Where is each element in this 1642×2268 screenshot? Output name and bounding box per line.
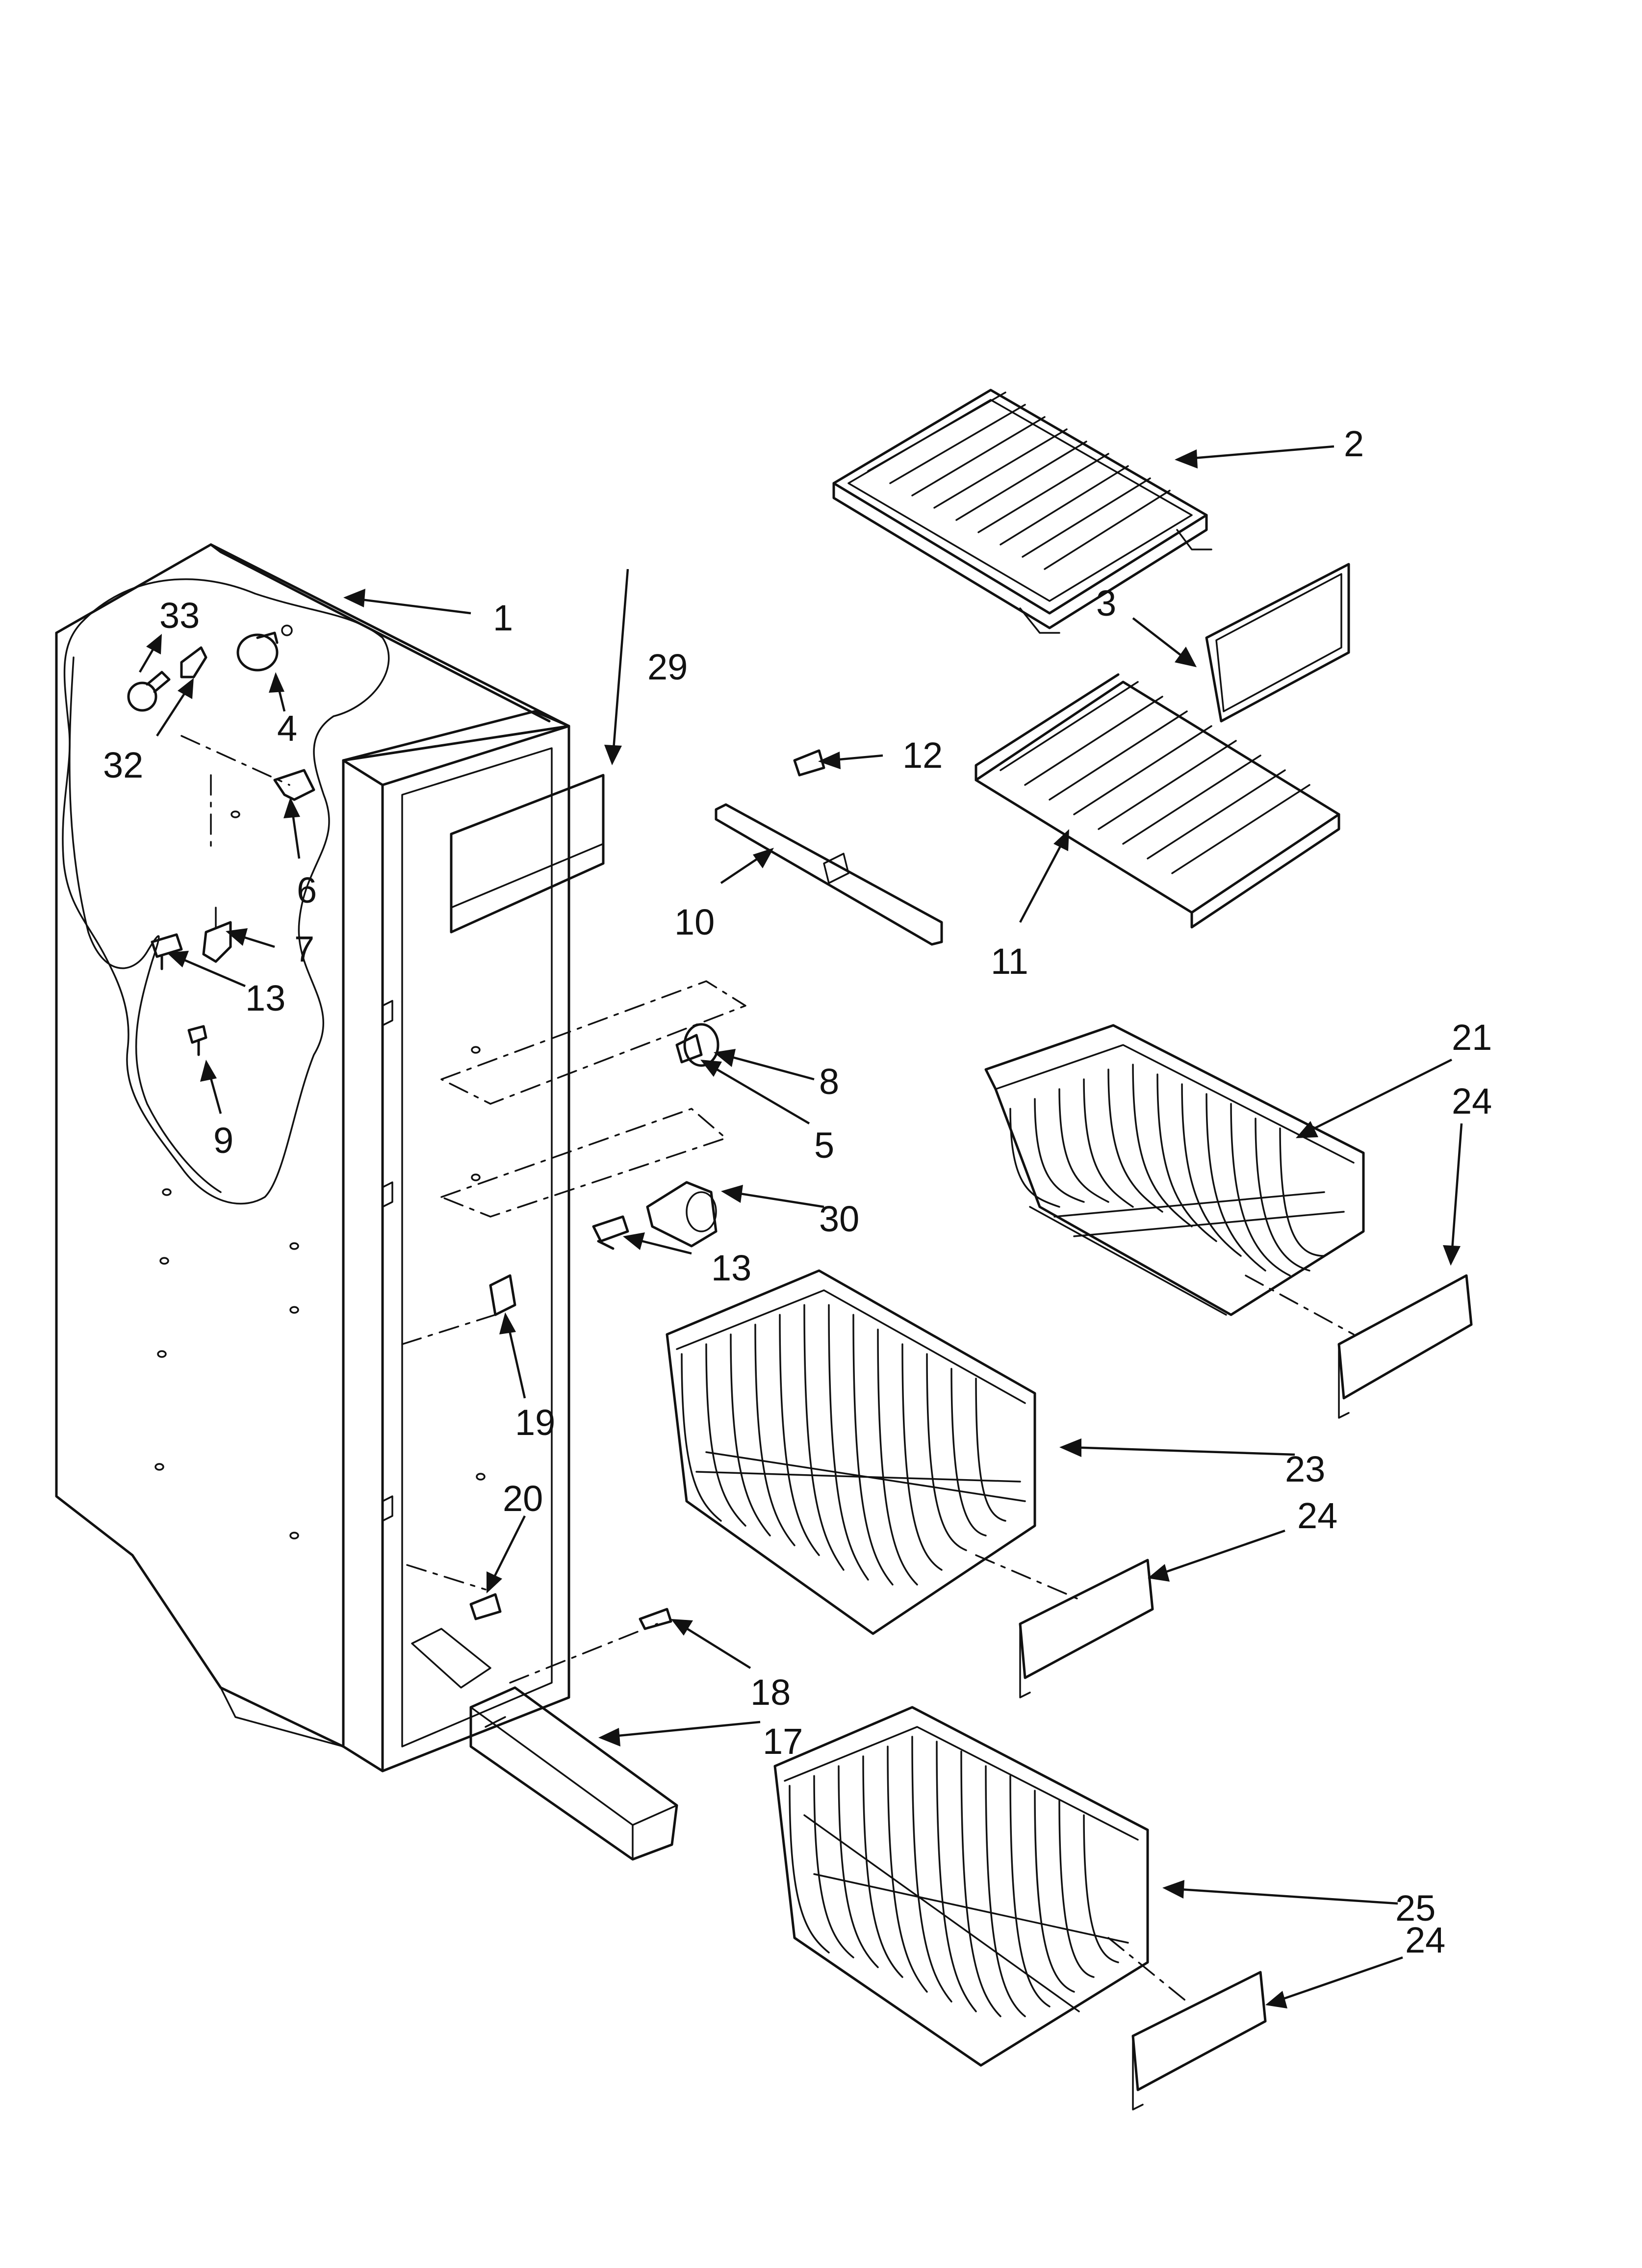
- callout-21: 21: [1452, 1017, 1492, 1058]
- wire-shelf: [975, 673, 1340, 929]
- top-shelf: [832, 389, 1212, 634]
- leader-arrows: [139, 445, 1463, 2008]
- callout-12: 12: [902, 735, 943, 776]
- alignment-lines-left: [180, 735, 290, 933]
- upper-basket: [984, 1024, 1365, 1316]
- callout-4: 4: [277, 708, 297, 749]
- callout-24-lower: 24: [1405, 1920, 1445, 1960]
- callout-13-lower: 13: [711, 1248, 751, 1288]
- panel-zones: [401, 980, 746, 1684]
- small-fasteners-left: [151, 769, 315, 1056]
- callout-18: 18: [750, 1672, 791, 1713]
- callout-2: 2: [1344, 423, 1364, 464]
- callout-numbers: 1 2 3 4 5 6 7 8 9 10 11 12 13 13 17 18 1…: [103, 423, 1492, 1960]
- callout-10: 10: [674, 902, 715, 942]
- cabinet-liner: [55, 543, 570, 1773]
- callout-23: 23: [1285, 1449, 1325, 1489]
- shelf-support-3: [1205, 563, 1350, 723]
- callout-20: 20: [503, 1478, 543, 1519]
- kickplate: [469, 1686, 678, 1861]
- basket-front-middle: [975, 1554, 1154, 1698]
- callout-8: 8: [819, 1061, 839, 1102]
- callout-1: 1: [493, 598, 513, 638]
- callout-30: 30: [819, 1199, 859, 1239]
- callout-24-middle: 24: [1297, 1495, 1337, 1536]
- callout-11: 11: [991, 941, 1028, 982]
- callout-32: 32: [103, 745, 143, 785]
- basket-front-lower: [1107, 1937, 1267, 2111]
- callout-7: 7: [294, 929, 314, 969]
- light-assembly: [127, 625, 293, 712]
- air-diffuser: [450, 774, 605, 934]
- shelf-bracket: [715, 749, 943, 946]
- front-components: [469, 1023, 719, 1630]
- callout-17: 17: [763, 1721, 803, 1762]
- middle-basket: [666, 1269, 1036, 1635]
- callout-9: 9: [213, 1120, 233, 1161]
- callout-33: 33: [159, 595, 200, 636]
- callout-13-upper: 13: [245, 978, 285, 1018]
- lower-basket: [773, 1706, 1149, 2067]
- callout-25: 25: [1395, 1888, 1436, 1929]
- callout-24-upper: 24: [1452, 1081, 1492, 1121]
- callout-5: 5: [814, 1125, 834, 1166]
- callout-3: 3: [1096, 583, 1116, 624]
- basket-front-upper: [1245, 1274, 1473, 1419]
- callout-19: 19: [515, 1402, 555, 1443]
- callout-29: 29: [647, 647, 688, 687]
- callout-6: 6: [297, 870, 317, 911]
